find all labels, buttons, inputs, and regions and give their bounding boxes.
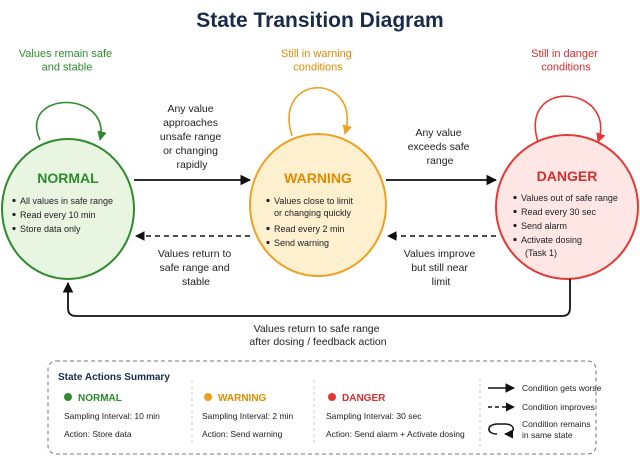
danger-item: Activate dosing	[521, 235, 582, 245]
warning-item: or changing quickly	[274, 208, 352, 218]
danger-item: Read every 30 sec	[521, 207, 597, 217]
legend-remains-label: Condition remains in same state	[522, 419, 593, 440]
warning-item: Read every 2 min	[274, 224, 345, 234]
normal-summary-interval: Sampling Interval: 10 min	[64, 411, 160, 421]
summary-title: State Actions Summary	[58, 372, 170, 383]
bullet	[513, 209, 517, 214]
danger-state-name: DANGER	[537, 168, 598, 184]
bullet	[12, 212, 16, 217]
normal-to-warning-label: Any value approaches unsafe range or cha…	[160, 103, 224, 171]
danger-summary-interval: Sampling Interval: 30 sec	[326, 411, 422, 421]
bullet	[266, 240, 270, 245]
danger-to-normal-arrow	[62, 279, 571, 317]
danger-item: (Task 1)	[525, 248, 557, 258]
danger-self-loop-arrow	[534, 95, 606, 143]
warning-summary-action: Action: Send warning	[202, 429, 283, 439]
bullet	[266, 198, 270, 203]
danger-state-circle	[495, 134, 639, 280]
warning-self-loop-arrow	[288, 87, 352, 137]
danger-summary-dot	[328, 393, 336, 401]
warning-summary-interval: Sampling Interval: 2 min	[202, 411, 293, 421]
normal-state-items: All values in safe range Read every 10 m…	[12, 196, 113, 234]
danger-state-items: Values out of safe range Read every 30 s…	[513, 193, 618, 258]
normal-self-loop-label: Values remain safe and stable	[19, 48, 115, 74]
legend-loop-icon	[488, 423, 514, 439]
danger-self-loop-label: Still in danger conditions	[531, 48, 601, 74]
bullet	[513, 195, 517, 200]
warning-to-normal-label: Values return to safe range and stable	[158, 248, 234, 288]
page-title: State Transition Diagram	[196, 9, 443, 32]
bullet	[12, 198, 16, 203]
warning-item: Send warning	[274, 238, 329, 248]
danger-summary-name: DANGER	[342, 393, 386, 404]
warning-summary-name: WARNING	[218, 393, 267, 404]
normal-self-loop-arrow	[36, 101, 107, 141]
normal-item: Store data only	[20, 224, 81, 234]
legend-worse-label: Condition gets worse	[522, 383, 602, 393]
normal-item: Read every 10 min	[20, 210, 96, 220]
danger-to-normal-label: Values return to safe range after dosing…	[249, 323, 386, 348]
normal-item: All values in safe range	[20, 196, 113, 206]
warning-state-circle	[249, 133, 387, 277]
legend-improves-label: Condition improves	[522, 402, 595, 412]
summary-box	[47, 360, 597, 455]
bullet	[12, 226, 16, 231]
normal-summary-action: Action: Store data	[64, 429, 132, 439]
danger-item: Values out of safe range	[521, 193, 618, 203]
normal-summary-dot	[64, 393, 72, 401]
bullet	[513, 223, 517, 228]
warning-summary-dot	[204, 393, 212, 401]
danger-summary-action: Action: Send alarm + Activate dosing	[326, 429, 465, 439]
warning-self-loop-label: Still in warning conditions	[281, 48, 355, 74]
warning-state-items: Values close to limit or changing quickl…	[266, 196, 353, 248]
danger-item: Send alarm	[521, 221, 567, 231]
bullet	[513, 237, 517, 242]
warning-to-danger-label: Any value exceeds safe range	[408, 127, 473, 167]
danger-to-warning-label: Values improve but still near limit	[404, 248, 479, 288]
bullet	[266, 226, 270, 231]
warning-state-name: WARNING	[284, 170, 352, 186]
normal-summary-name: NORMAL	[78, 393, 122, 404]
normal-state-name: NORMAL	[37, 170, 99, 186]
normal-state-circle	[1, 138, 135, 280]
warning-item: Values close to limit	[274, 196, 353, 206]
